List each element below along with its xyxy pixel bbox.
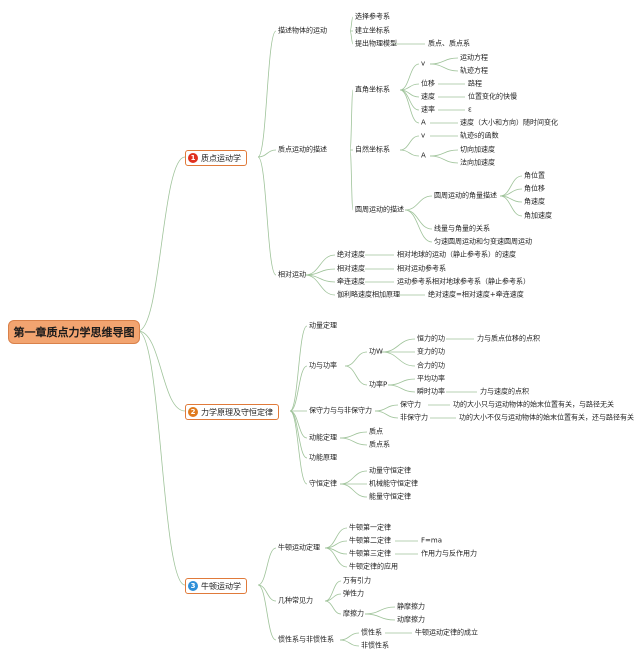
branch-conservation[interactable]: 2 力学原理及守恒定律: [185, 404, 279, 420]
node-dot-product-velocity: 力与速度的点积: [480, 387, 529, 396]
node-cartesian: 直角坐标系: [355, 85, 390, 94]
node-acceleration-note: 速度（大小和方向）随时间变化: [460, 118, 558, 127]
node-normal-acc: 法向加速度: [460, 158, 495, 167]
node-reference-frame: 选择参考系: [355, 12, 390, 21]
node-work: 功W: [369, 347, 383, 356]
node-elastic-force: 弹性力: [343, 589, 364, 598]
node-linear-angular: 线量与角量的关系: [434, 224, 490, 233]
node-physical-model: 提出物理模型: [355, 39, 397, 48]
node-nonconservative-note: 功的大小不仅与运动物体的始末位置有关，还与路径有关: [459, 413, 634, 422]
node-velocity-note: 位置变化的快慢: [468, 92, 517, 101]
node-instant-power: 瞬时功率: [417, 387, 445, 396]
node-inertial-frames: 惯性系与非惯性系: [278, 635, 334, 644]
node-particle-system: 质点、质点系: [428, 39, 470, 48]
node-relative-velocity-note: 相对运动参考系: [397, 264, 446, 273]
node-tangential-acc: 切向加速度: [460, 145, 495, 154]
root-title: 第一章质点力学思维导图: [8, 320, 140, 344]
node-uniform-circular: 匀速圆周运动和匀变速圆周运动: [434, 237, 532, 246]
node-conservative-forces: 保守力与与非保守力: [309, 406, 372, 415]
branch-kinematics-label: 质点运动学: [201, 153, 241, 163]
badge-2: 2: [188, 407, 198, 417]
node-power: 功率P: [369, 380, 388, 389]
node-angular-description: 圆周运动的角量描述: [434, 191, 497, 200]
node-velocity: 速度: [421, 92, 435, 101]
node-absolute-velocity: 绝对速度: [337, 250, 365, 259]
node-newton-second: 牛顿第二定律: [349, 536, 391, 545]
node-newton-first: 牛顿第一定律: [349, 523, 391, 532]
node-conservative: 保守力: [400, 400, 421, 409]
node-nonconservative: 非保守力: [400, 413, 428, 422]
node-trajectory-function: 轨迹s的函数: [460, 131, 499, 140]
node-inertial: 惯性系: [361, 628, 382, 637]
node-momentum-conservation: 动量守恒定律: [369, 466, 411, 475]
node-mechanical-conservation: 机械能守恒定律: [369, 479, 418, 488]
node-work-power: 功与功率: [309, 361, 337, 370]
node-friction: 摩擦力: [343, 609, 364, 618]
node-angular-displacement: 角位移: [524, 184, 545, 193]
node-natural-a: A: [421, 151, 426, 160]
node-absolute-velocity-note: 相对地球的运动（静止参考系）的速度: [397, 250, 516, 259]
node-conservation-laws: 守恒定律: [309, 479, 337, 488]
node-circular: 圆周运动的描述: [355, 205, 404, 214]
node-angular-velocity: 角速度: [524, 197, 545, 206]
node-noninertial: 非惯性系: [361, 641, 389, 650]
node-work-energy: 功能原理: [309, 453, 337, 462]
node-common-forces: 几种常见力: [278, 596, 313, 605]
branch-kinematics[interactable]: 1 质点运动学: [185, 150, 247, 166]
node-motion-equation: 运动方程: [460, 53, 488, 62]
node-newton-third: 牛顿第三定律: [349, 549, 391, 558]
node-momentum-theorem: 动量定理: [309, 321, 337, 330]
node-newton-validity: 牛顿运动定律的成立: [415, 628, 478, 637]
node-displacement: 位移: [421, 79, 435, 88]
node-speed: 速率: [421, 105, 435, 114]
node-kinetic-friction: 动摩擦力: [397, 615, 425, 624]
node-angular-position: 角位置: [524, 171, 545, 180]
node-newton-application: 牛顿定律的应用: [349, 562, 398, 571]
node-trajectory-equation: 轨迹方程: [460, 66, 488, 75]
node-energy-conservation: 能量守恒定律: [369, 492, 411, 501]
node-angular-acceleration: 角加速度: [524, 211, 552, 220]
node-variable-force-work: 变力的功: [417, 347, 445, 356]
node-constant-force-work: 恒力的功: [417, 334, 445, 343]
node-speed-note: ε: [468, 105, 472, 114]
node-particle-motion: 质点运动的描述: [278, 145, 327, 154]
node-coordinate-system: 建立坐标系: [355, 26, 390, 35]
node-kinetic-theorem: 动能定理: [309, 433, 337, 442]
node-dot-product-displacement: 力与质点位移的点积: [477, 334, 540, 343]
node-transport-velocity: 牵连速度: [337, 277, 365, 286]
node-distance: 路程: [468, 79, 482, 88]
node-natural-v: v: [421, 131, 426, 140]
node-acceleration: A: [421, 118, 426, 127]
badge-1: 1: [188, 153, 198, 163]
node-describe-motion: 描述物体的运动: [278, 26, 327, 35]
badge-3: 3: [188, 581, 198, 591]
branch-conservation-label: 力学原理及守恒定律: [201, 407, 273, 417]
branch-newton[interactable]: 3 牛顿运动学: [185, 578, 247, 594]
node-galilean: 伽利略速度相加原理: [337, 290, 400, 299]
node-cartesian-v: v: [421, 59, 426, 68]
node-natural-coords: 自然坐标系: [355, 145, 390, 154]
node-action-reaction: 作用力与反作用力: [421, 549, 477, 558]
node-transport-velocity-note: 运动参考系相对地球参考系（静止参考系）: [397, 277, 530, 286]
branch-newton-label: 牛顿运动学: [201, 581, 241, 591]
node-particle-group: 质点系: [369, 440, 390, 449]
node-f-ma: F=ma: [421, 536, 442, 545]
node-relative-motion: 相对运动: [278, 270, 306, 279]
node-particle: 质点: [369, 427, 383, 436]
node-resultant-force-work: 合力的功: [417, 361, 445, 370]
node-static-friction: 静摩擦力: [397, 602, 425, 611]
node-galilean-note: 绝对速度=相对速度+牵连速度: [428, 290, 524, 299]
node-conservative-note: 功的大小只与运动物体的始末位置有关，与路径无关: [453, 400, 614, 409]
node-relative-velocity: 相对速度: [337, 264, 365, 273]
node-average-power: 平均功率: [417, 374, 445, 383]
node-newton-laws: 牛顿运动定理: [278, 543, 320, 552]
node-gravitation: 万有引力: [343, 576, 371, 585]
